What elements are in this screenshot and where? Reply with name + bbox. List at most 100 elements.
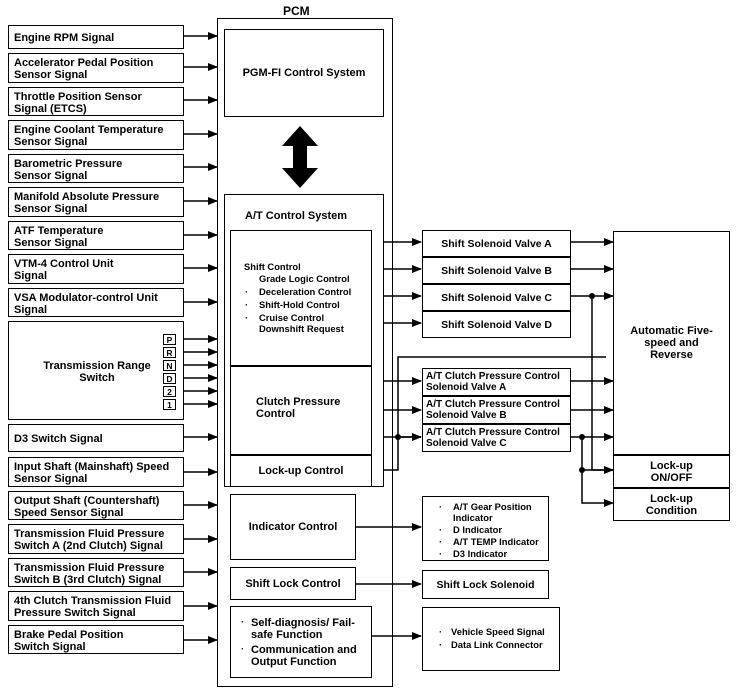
bullet: · bbox=[245, 286, 249, 297]
input-box-d3: D3 Switch Signal bbox=[8, 424, 184, 452]
junction-dot bbox=[579, 467, 585, 473]
input-box-tfps-b: Transmission Fluid Pressure Switch B (3r… bbox=[8, 558, 184, 587]
indicator-control-label: Indicator Control bbox=[248, 521, 338, 533]
ssv-d-box: Shift Solenoid Valve D bbox=[422, 311, 571, 338]
ssv-c-label: Shift Solenoid Valve C bbox=[441, 291, 552, 304]
input-box-app: Accelerator Pedal Position Sensor Signal bbox=[8, 53, 184, 83]
lockup-condition-box: Lock-up Condition bbox=[613, 488, 730, 521]
automatic-transmission-box: Automatic Five-speed and Reverse bbox=[613, 231, 730, 455]
input-label: Input Shaft (Mainshaft) Speed Sensor Sig… bbox=[14, 461, 170, 485]
bullet: · bbox=[439, 548, 443, 559]
input-box-ect: Engine Coolant Temperature Sensor Signal bbox=[8, 120, 184, 150]
input-box-atf: ATF Temperature Sensor Signal bbox=[8, 221, 184, 250]
self-diag-item: Self-diagnosis/ Fail-safe Function bbox=[251, 617, 355, 641]
junction-dot bbox=[395, 434, 401, 440]
input-box-brake: Brake Pedal Position Switch Signal bbox=[8, 625, 184, 654]
input-box-transmission-range-switch: Transmission Range Switch bbox=[8, 321, 184, 420]
comm-item: Vehicle Speed Signal bbox=[451, 626, 545, 637]
lockup-condition-label: Lock-up Condition bbox=[645, 492, 698, 517]
cpcsv-a-label: A/T Clutch Pressure Control Solenoid Val… bbox=[426, 371, 560, 393]
lockup-control-label: Lock-up Control bbox=[258, 465, 344, 477]
range-position-r: R bbox=[163, 347, 176, 358]
cpcsv-c-label: A/T Clutch Pressure Control Solenoid Val… bbox=[426, 427, 560, 449]
indicators-box: · A/T Gear Position Indicator · D Indica… bbox=[422, 496, 549, 561]
input-box-tfps-4: 4th Clutch Transmission Fluid Pressure S… bbox=[8, 591, 184, 621]
lockup-path bbox=[372, 356, 606, 471]
bullet: · bbox=[439, 524, 443, 535]
ssv-b-label: Shift Solenoid Valve B bbox=[441, 264, 552, 277]
input-box-vsa: VSA Modulator-control Unit Signal bbox=[8, 288, 184, 317]
shift-control-item: Deceleration Control bbox=[259, 286, 352, 297]
bullet: · bbox=[245, 312, 249, 323]
input-label: Transmission Fluid Pressure Switch B (3r… bbox=[14, 562, 165, 586]
ssv-a-label: Shift Solenoid Valve A bbox=[441, 237, 552, 250]
self-diagnosis-box: · Self-diagnosis/ Fail-safe Function · C… bbox=[230, 606, 372, 678]
range-position-1: 1 bbox=[163, 399, 176, 410]
shift-control-item: Cruise Control Downshift Request bbox=[259, 312, 344, 334]
ssv-c-box: Shift Solenoid Valve C bbox=[422, 284, 571, 311]
input-label: VTM-4 Control Unit Signal bbox=[14, 258, 114, 282]
shift-lock-control-box: Shift Lock Control bbox=[230, 567, 356, 600]
pgmfi-box: PGM-FI Control System bbox=[224, 29, 384, 117]
input-box-tfps-a: Transmission Fluid Pressure Switch A (2n… bbox=[8, 524, 184, 554]
lockup-control-box: Lock-up Control bbox=[230, 455, 372, 487]
cpcsv-c-lockup-branch bbox=[581, 437, 614, 507]
input-label: D3 Switch Signal bbox=[14, 433, 103, 445]
indicator-item: A/T TEMP Indicator bbox=[453, 536, 539, 547]
input-box-vtm4: VTM-4 Control Unit Signal bbox=[8, 254, 184, 284]
input-label: ATF Temperature Sensor Signal bbox=[14, 225, 104, 249]
input-box-baro: Barometric Pressure Sensor Signal bbox=[8, 154, 184, 183]
cpcsv-b-label: A/T Clutch Pressure Control Solenoid Val… bbox=[426, 399, 560, 421]
input-box-input-shaft: Input Shaft (Mainshaft) Speed Sensor Sig… bbox=[8, 457, 184, 487]
indicator-item: D3 Indicator bbox=[453, 548, 508, 559]
lockup-onoff-label: Lock-up ON/OFF bbox=[650, 459, 693, 484]
input-label: Transmission Range Switch bbox=[43, 360, 151, 384]
input-box-output-shaft: Output Shaft (Countershaft) Speed Sensor… bbox=[8, 491, 184, 520]
clutch-pressure-label: Clutch Pressure Control bbox=[256, 396, 341, 420]
self-diag-item: Communication and Output Function bbox=[251, 644, 357, 668]
comm-item: Data Link Connector bbox=[451, 639, 543, 650]
shift-lock-solenoid-box: Shift Lock Solenoid bbox=[422, 570, 549, 599]
input-label: Accelerator Pedal Position Sensor Signal bbox=[14, 57, 154, 81]
indicator-control-box: Indicator Control bbox=[230, 494, 356, 560]
bullet: · bbox=[439, 639, 443, 650]
bullet: · bbox=[245, 299, 249, 310]
lockup-onoff-box: Lock-up ON/OFF bbox=[613, 455, 730, 488]
bullet: · bbox=[241, 643, 245, 654]
pcm-box bbox=[217, 18, 393, 687]
range-position-n: N bbox=[163, 360, 176, 371]
cpcsv-c-box: A/T Clutch Pressure Control Solenoid Val… bbox=[422, 424, 571, 452]
input-box-engine-rpm: Engine RPM Signal bbox=[8, 25, 184, 49]
bullet: · bbox=[439, 536, 443, 547]
shift-lock-control-label: Shift Lock Control bbox=[245, 577, 341, 590]
bullet: · bbox=[439, 501, 443, 512]
shift-control-item: Grade Logic Control bbox=[259, 273, 350, 284]
ssv-b-box: Shift Solenoid Valve B bbox=[422, 257, 571, 284]
input-label: Transmission Fluid Pressure Switch A (2n… bbox=[14, 528, 165, 552]
bidirectional-arrow-icon bbox=[282, 126, 318, 188]
input-label: Throttle Position Sensor Signal (ETCS) bbox=[14, 91, 142, 115]
input-label: Barometric Pressure Sensor Signal bbox=[14, 158, 123, 182]
indicator-item: D Indicator bbox=[453, 524, 502, 535]
clutch-pressure-box: Clutch Pressure Control bbox=[230, 366, 372, 455]
range-position-p: P bbox=[163, 334, 176, 345]
junction-dot bbox=[589, 293, 595, 299]
cpcsv-b-box: A/T Clutch Pressure Control Solenoid Val… bbox=[422, 396, 571, 424]
comm-outputs-box: · Vehicle Speed Signal · Data Link Conne… bbox=[422, 607, 560, 671]
bullet: · bbox=[439, 626, 443, 637]
ssv-d-label: Shift Solenoid Valve D bbox=[441, 318, 552, 331]
input-label: Manifold Absolute Pressure Sensor Signal bbox=[14, 191, 160, 215]
cpcsv-a-box: A/T Clutch Pressure Control Solenoid Val… bbox=[422, 368, 571, 396]
shift-control-box: Shift Control Grade Logic Control · Dece… bbox=[230, 230, 372, 366]
shift-control-title: Shift Control bbox=[244, 261, 301, 272]
pgmfi-label: PGM-FI Control System bbox=[242, 67, 366, 79]
junction-dot bbox=[579, 434, 585, 440]
input-label: Engine RPM Signal bbox=[14, 32, 115, 44]
range-position-d: D bbox=[163, 373, 176, 384]
pcm-title: PCM bbox=[283, 4, 310, 18]
input-label: Output Shaft (Countershaft) Speed Sensor… bbox=[14, 495, 160, 519]
at-control-label: A/T Control System bbox=[245, 210, 348, 222]
range-position-2: 2 bbox=[163, 386, 176, 397]
ssv-a-box: Shift Solenoid Valve A bbox=[422, 230, 571, 257]
input-label: Brake Pedal Position Switch Signal bbox=[14, 629, 124, 653]
